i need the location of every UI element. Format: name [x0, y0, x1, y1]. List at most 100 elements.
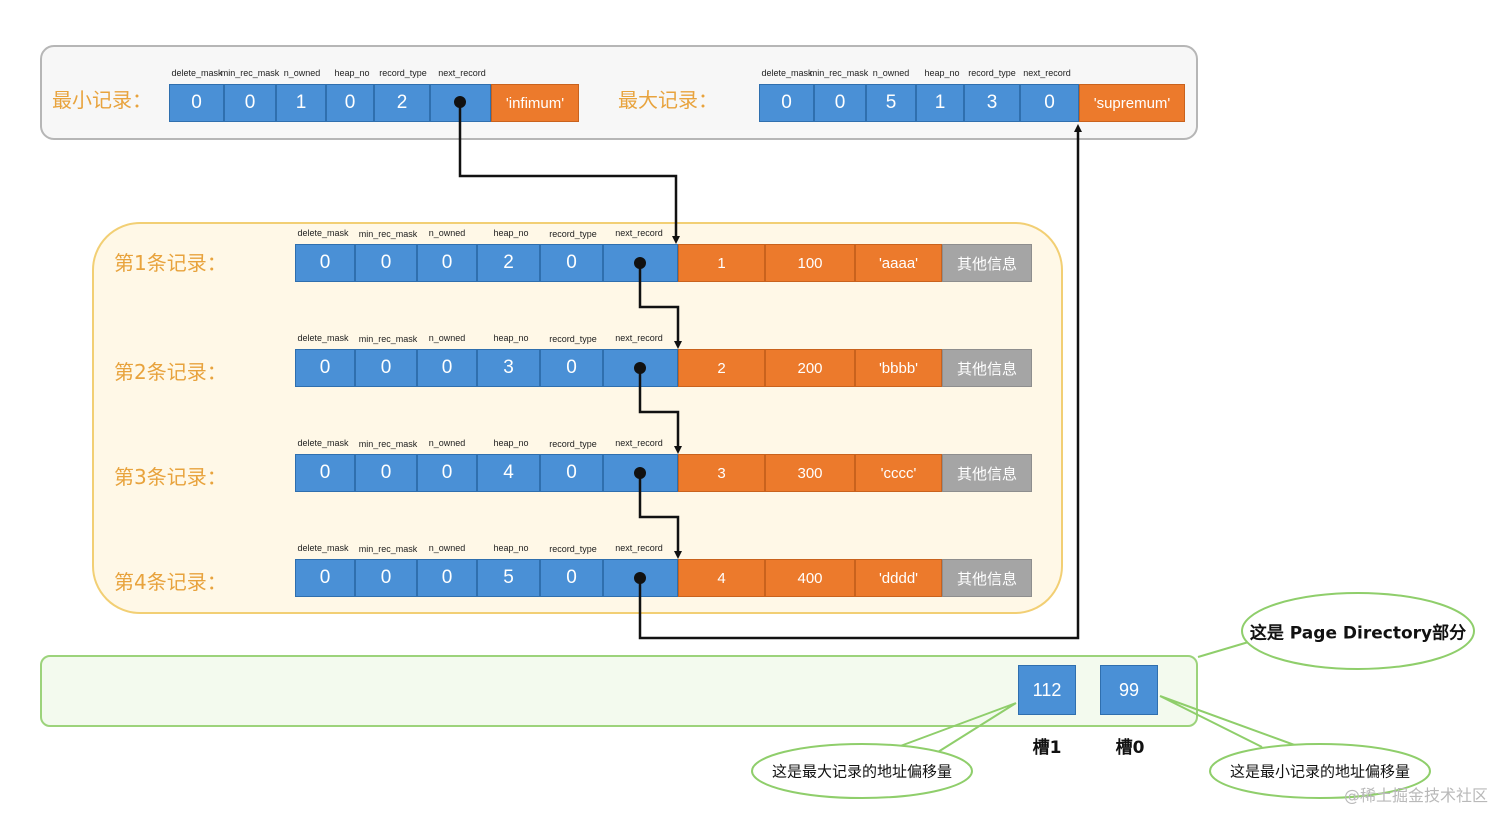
header-record-type: record_type: [549, 229, 597, 239]
max-offset-callout: [751, 743, 973, 799]
header-record-type: record_type: [549, 334, 597, 344]
header-record-type: record_type: [379, 68, 427, 78]
supremum-label: 最大记录：: [618, 88, 718, 112]
record-1-other-info-cell: 其他信息: [942, 244, 1032, 282]
infimum-record-type-cell: 2: [374, 84, 430, 122]
slot-1-label: 槽1: [1032, 738, 1062, 758]
header-heap-no: heap_no: [493, 333, 529, 343]
header-delete-mask: delete_mask: [171, 68, 223, 78]
record-1-id-cell: 1: [678, 244, 765, 282]
header-heap-no: heap_no: [493, 543, 529, 553]
min-offset-callout-tail: [1159, 695, 1301, 748]
record-2-pointer-dot: [634, 362, 646, 374]
record-2-number-cell: 200: [765, 349, 855, 387]
record-2-delete-mask-cell: 0: [295, 349, 355, 387]
header-record-type: record_type: [549, 439, 597, 449]
header-delete-mask: delete_mask: [297, 228, 349, 238]
record-1-label: 第1条记录：: [114, 251, 227, 275]
record-4-heap-no-cell: 5: [477, 559, 540, 597]
record-4-n-owned-cell: 0: [417, 559, 477, 597]
min-offset-callout: [1209, 743, 1431, 799]
page-directory-panel: [40, 655, 1198, 727]
header-n-owned: n_owned: [428, 543, 466, 553]
infimum-delete-mask-cell: 0: [169, 84, 224, 122]
record-2-min-rec-mask-cell: 0: [355, 349, 417, 387]
record-1-number-cell: 100: [765, 244, 855, 282]
record-4-record-type-cell: 0: [540, 559, 603, 597]
record-4-next-pointer: [638, 124, 1082, 640]
record-3-string-cell: 'cccc': [855, 454, 942, 492]
watermark: @稀土掘金技术社区: [1343, 786, 1488, 805]
header-heap-no: heap_no: [493, 228, 529, 238]
record-3-heap-no-cell: 4: [477, 454, 540, 492]
supremum-next-record-cell: 0: [1020, 84, 1079, 122]
page-directory-callout-text: 这是 Page Directory部分: [1249, 623, 1467, 644]
record-4-string-cell: 'dddd': [855, 559, 942, 597]
record-3-n-owned-cell: 0: [417, 454, 477, 492]
record-1-next-pointer: [638, 263, 682, 349]
record-1-pointer-dot: [634, 257, 646, 269]
record-3-min-rec-mask-cell: 0: [355, 454, 417, 492]
record-2-n-owned-cell: 0: [417, 349, 477, 387]
record-3-record-type-cell: 0: [540, 454, 603, 492]
infimum-label: 最小记录：: [52, 88, 152, 112]
max-offset-callout-text: 这是最大记录的地址偏移量: [771, 762, 953, 781]
header-delete-mask: delete_mask: [297, 438, 349, 448]
header-heap-no: heap_no: [493, 438, 529, 448]
header-n-owned: n_owned: [872, 68, 910, 78]
supremum-n-owned-cell: 5: [866, 84, 916, 122]
record-4-other-info-cell: 其他信息: [942, 559, 1032, 597]
header-next-record: next_record: [438, 68, 486, 78]
record-1-delete-mask-cell: 0: [295, 244, 355, 282]
record-4-min-rec-mask-cell: 0: [355, 559, 417, 597]
record-3-other-info-cell: 其他信息: [942, 454, 1032, 492]
record-2-record-type-cell: 0: [540, 349, 603, 387]
record-2-next-pointer: [638, 368, 682, 454]
record-1-record-type-cell: 0: [540, 244, 603, 282]
record-2-label: 第2条记录：: [114, 360, 227, 384]
record-4-pointer-dot: [634, 572, 646, 584]
slot-0: 99: [1100, 665, 1158, 715]
infimum-min-rec-mask-cell: 0: [224, 84, 276, 122]
header-min-rec-mask: min_rec_mask: [358, 439, 418, 449]
min-offset-callout-text: 这是最小记录的地址偏移量: [1229, 762, 1411, 781]
header-next-record: next_record: [615, 543, 663, 553]
header-min-rec-mask: min_rec_mask: [220, 68, 280, 78]
supremum-heap-no-cell: 1: [916, 84, 964, 122]
record-1-string-cell: 'aaaa': [855, 244, 942, 282]
record-2-id-cell: 2: [678, 349, 765, 387]
header-delete-mask: delete_mask: [297, 333, 349, 343]
record-4-delete-mask-cell: 0: [295, 559, 355, 597]
infimum-heap-no-cell: 0: [326, 84, 374, 122]
infimum-name-cell: 'infimum': [491, 84, 579, 122]
header-record-type: record_type: [549, 544, 597, 554]
user-records-panel: [92, 222, 1063, 614]
supremum-record-type-cell: 3: [964, 84, 1020, 122]
infimum-pointer-dot: [454, 96, 466, 108]
header-delete-mask: delete_mask: [297, 543, 349, 553]
header-min-rec-mask: min_rec_mask: [358, 229, 418, 239]
record-2-string-cell: 'bbbb': [855, 349, 942, 387]
header-heap-no: heap_no: [924, 68, 960, 78]
header-n-owned: n_owned: [428, 333, 466, 343]
header-min-rec-mask: min_rec_mask: [809, 68, 869, 78]
max-offset-callout-tail: [894, 702, 1017, 758]
record-1-min-rec-mask-cell: 0: [355, 244, 417, 282]
record-3-label: 第3条记录：: [114, 465, 227, 489]
header-n-owned: n_owned: [428, 228, 466, 238]
header-record-type: record_type: [968, 68, 1016, 78]
infimum-n-owned-cell: 1: [276, 84, 326, 122]
supremum-min-rec-mask-cell: 0: [814, 84, 866, 122]
record-3-delete-mask-cell: 0: [295, 454, 355, 492]
record-4-label: 第4条记录：: [114, 570, 227, 594]
supremum-delete-mask-cell: 0: [759, 84, 814, 122]
infimum-next-pointer: [458, 102, 680, 244]
record-3-number-cell: 300: [765, 454, 855, 492]
record-3-pointer-dot: [634, 467, 646, 479]
page-directory-callout: [1241, 592, 1475, 670]
slot-1: 112: [1018, 665, 1076, 715]
header-n-owned: n_owned: [283, 68, 321, 78]
header-delete-mask: delete_mask: [761, 68, 813, 78]
